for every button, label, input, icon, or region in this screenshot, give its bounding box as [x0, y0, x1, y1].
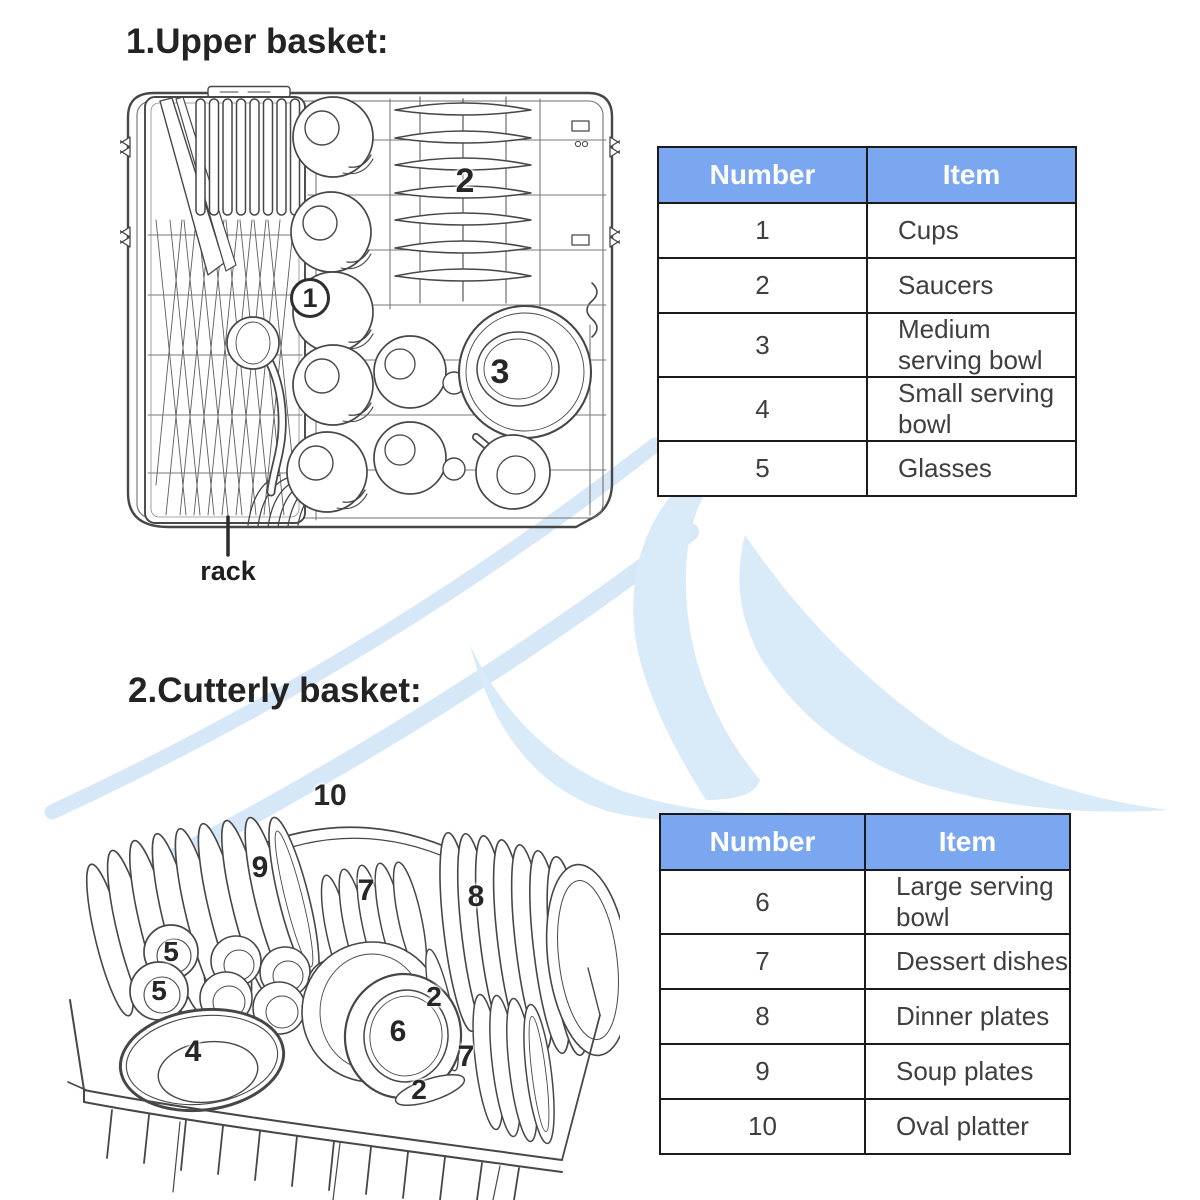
basket-side-clips [120, 120, 620, 248]
table-header-cell: Item [866, 146, 1077, 204]
rack-caption: rack [200, 556, 256, 586]
cutlery-rack [144, 96, 325, 528]
basket-tines [106, 1109, 520, 1200]
diagram-number-label: 7 [457, 1040, 475, 1073]
dinner-plates [439, 831, 620, 1057]
diagram-number-label: 5 [163, 936, 179, 967]
diagram-number-label: 9 [251, 851, 269, 884]
diagram-number-label: 10 [313, 779, 347, 812]
small-cup [472, 433, 551, 510]
diagram-number-label: 2 [426, 981, 442, 1012]
table-header-cell: Number [657, 146, 868, 204]
item-cell: Dessert dishes [864, 933, 1071, 990]
upper-basket-diagram: rack 2 1 3 [120, 85, 620, 595]
upper-basket-line-art [120, 85, 620, 557]
number-cell: 5 [657, 440, 868, 497]
cutlery-basket-line-art [67, 816, 620, 1200]
cups [286, 96, 466, 513]
number-cell: 9 [659, 1043, 866, 1100]
number-cell: 6 [659, 869, 866, 935]
section2-title: 2.Cutterly basket: [128, 671, 422, 710]
cutlery-handles [195, 98, 301, 216]
diagram-number-label: 3 [490, 353, 510, 391]
section1-title: 1.Upper basket: [126, 22, 389, 61]
saucer-stack [394, 102, 532, 282]
number-cell: 8 [659, 988, 866, 1045]
diagram-number-label: 2 [411, 1074, 427, 1105]
large-serving-bowl [301, 941, 466, 1107]
small-serving-bowl [118, 1007, 286, 1113]
diagram-number-label: 5 [151, 975, 167, 1006]
table-header-cell: Number [659, 813, 866, 871]
number-cell: 7 [659, 933, 866, 990]
number-cell: 10 [659, 1098, 866, 1155]
diagram-number-label: 7 [357, 874, 375, 907]
item-cell: Dinner plates [864, 988, 1071, 1045]
item-cell: Glasses [866, 440, 1077, 497]
number-cell: 1 [657, 202, 868, 259]
basket-frame [67, 967, 601, 1173]
diagram-number-label: 8 [467, 880, 485, 913]
table-header-cell: Item [864, 813, 1071, 871]
item-cell: Oval platter [864, 1098, 1071, 1155]
diagram-number-label: 2 [455, 162, 475, 200]
number-cell: 2 [657, 257, 868, 314]
item-cell: Cups [866, 202, 1077, 259]
item-cell: Soup plates [864, 1043, 1071, 1100]
medium-serving-bowl [457, 304, 593, 440]
item-cell: Small serving bowl [866, 376, 1077, 442]
ladle [226, 316, 287, 497]
diagram-number-label: 6 [389, 1015, 407, 1048]
diagram-number-label: 4 [184, 1035, 202, 1068]
dessert-dishes-front [472, 993, 555, 1145]
item-cell: Large serving bowl [864, 869, 1071, 935]
number-cell: 4 [657, 376, 868, 442]
item-cell: Medium serving bowl [866, 312, 1077, 378]
number-cell: 3 [657, 312, 868, 378]
item-cell: Saucers [866, 257, 1077, 314]
diagram-number-label: 1 [290, 278, 330, 318]
